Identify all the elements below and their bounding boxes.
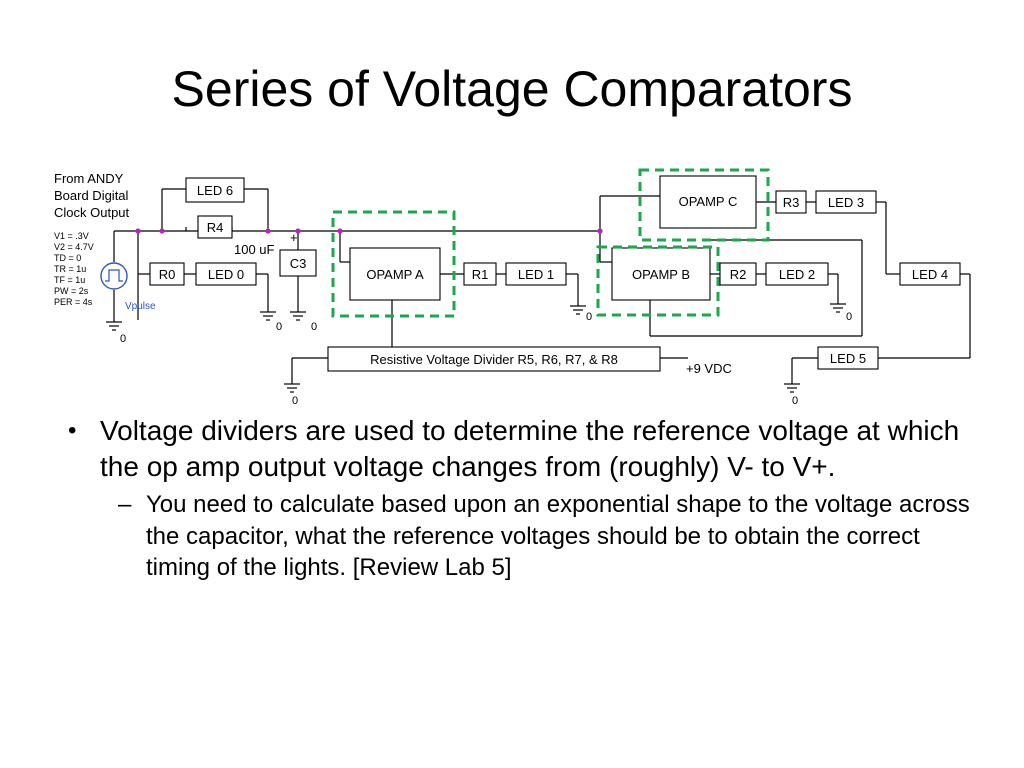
vpulse-source (100, 262, 128, 290)
r0-label: R0 (159, 267, 176, 282)
r1-label: R1 (472, 267, 489, 282)
led4-label: LED 4 (912, 267, 948, 282)
ground-label: 0 (276, 321, 282, 333)
opamp-highlight-boxes (331, 168, 770, 318)
r2-label: R2 (730, 267, 747, 282)
supply-label: +9 VDC (686, 361, 732, 376)
source-note-line-3: Clock Output (54, 205, 130, 220)
vpulse-param-td: TD = 0 (54, 253, 81, 263)
ground-label: 0 (292, 395, 298, 407)
source-note-line-2: Board Digital (54, 188, 129, 203)
led6-label: LED 6 (197, 183, 233, 198)
component-boxes (149, 175, 961, 372)
ground-label: 0 (120, 333, 126, 345)
slide-title: Series of Voltage Comparators (171, 61, 853, 117)
source-note-line-1: From ANDY (54, 171, 124, 186)
led0-label: LED 0 (208, 267, 244, 282)
vpulse-param-v2: V2 = 4.7V (54, 242, 94, 252)
sub-bullet-item: – You need to calculate based upon an ex… (118, 489, 980, 584)
led2-label: LED 2 (779, 267, 815, 282)
led3-label: LED 3 (828, 195, 864, 210)
vpulse-param-per: PER = 4s (54, 297, 93, 307)
ground-label: 0 (846, 311, 852, 323)
vpulse-param-tf: TF = 1u (54, 275, 85, 285)
wires (113, 188, 971, 384)
dash-icon: – (118, 491, 132, 518)
junction-dots (135, 228, 603, 234)
opamp-a-label: OPAMP A (366, 267, 424, 282)
bullet-text: Voltage dividers are used to determine t… (100, 415, 960, 482)
vpulse-param-pw: PW = 2s (54, 286, 89, 296)
bullet-item: • Voltage dividers are used to determine… (68, 413, 980, 485)
ground-symbols (106, 303, 846, 393)
opamp-c-label: OPAMP C (679, 194, 738, 209)
ground-label: 0 (586, 311, 592, 323)
bullet-dot-icon: • (68, 417, 77, 444)
sub-bullet-text: You need to calculate based upon an expo… (146, 491, 970, 581)
capacitor-value: 100 uF (234, 242, 275, 257)
ground-label: 0 (792, 395, 798, 407)
c3-label: C3 (290, 256, 307, 271)
capacitor-polarity: + (290, 230, 298, 245)
vpulse-label: Vpulse (125, 301, 156, 312)
r4-label: R4 (207, 220, 224, 235)
vpulse-param-v1: V1 = .3V (54, 231, 89, 241)
led5-label: LED 5 (830, 351, 866, 366)
r3-label: R3 (783, 195, 800, 210)
vpulse-param-tr: TR = 1u (54, 264, 86, 274)
bullet-list: • Voltage dividers are used to determine… (68, 413, 980, 584)
opamp-b-label: OPAMP B (632, 267, 690, 282)
ground-label: 0 (311, 321, 317, 333)
led1-label: LED 1 (518, 267, 554, 282)
divider-label: Resistive Voltage Divider R5, R6, R7, & … (370, 352, 618, 367)
